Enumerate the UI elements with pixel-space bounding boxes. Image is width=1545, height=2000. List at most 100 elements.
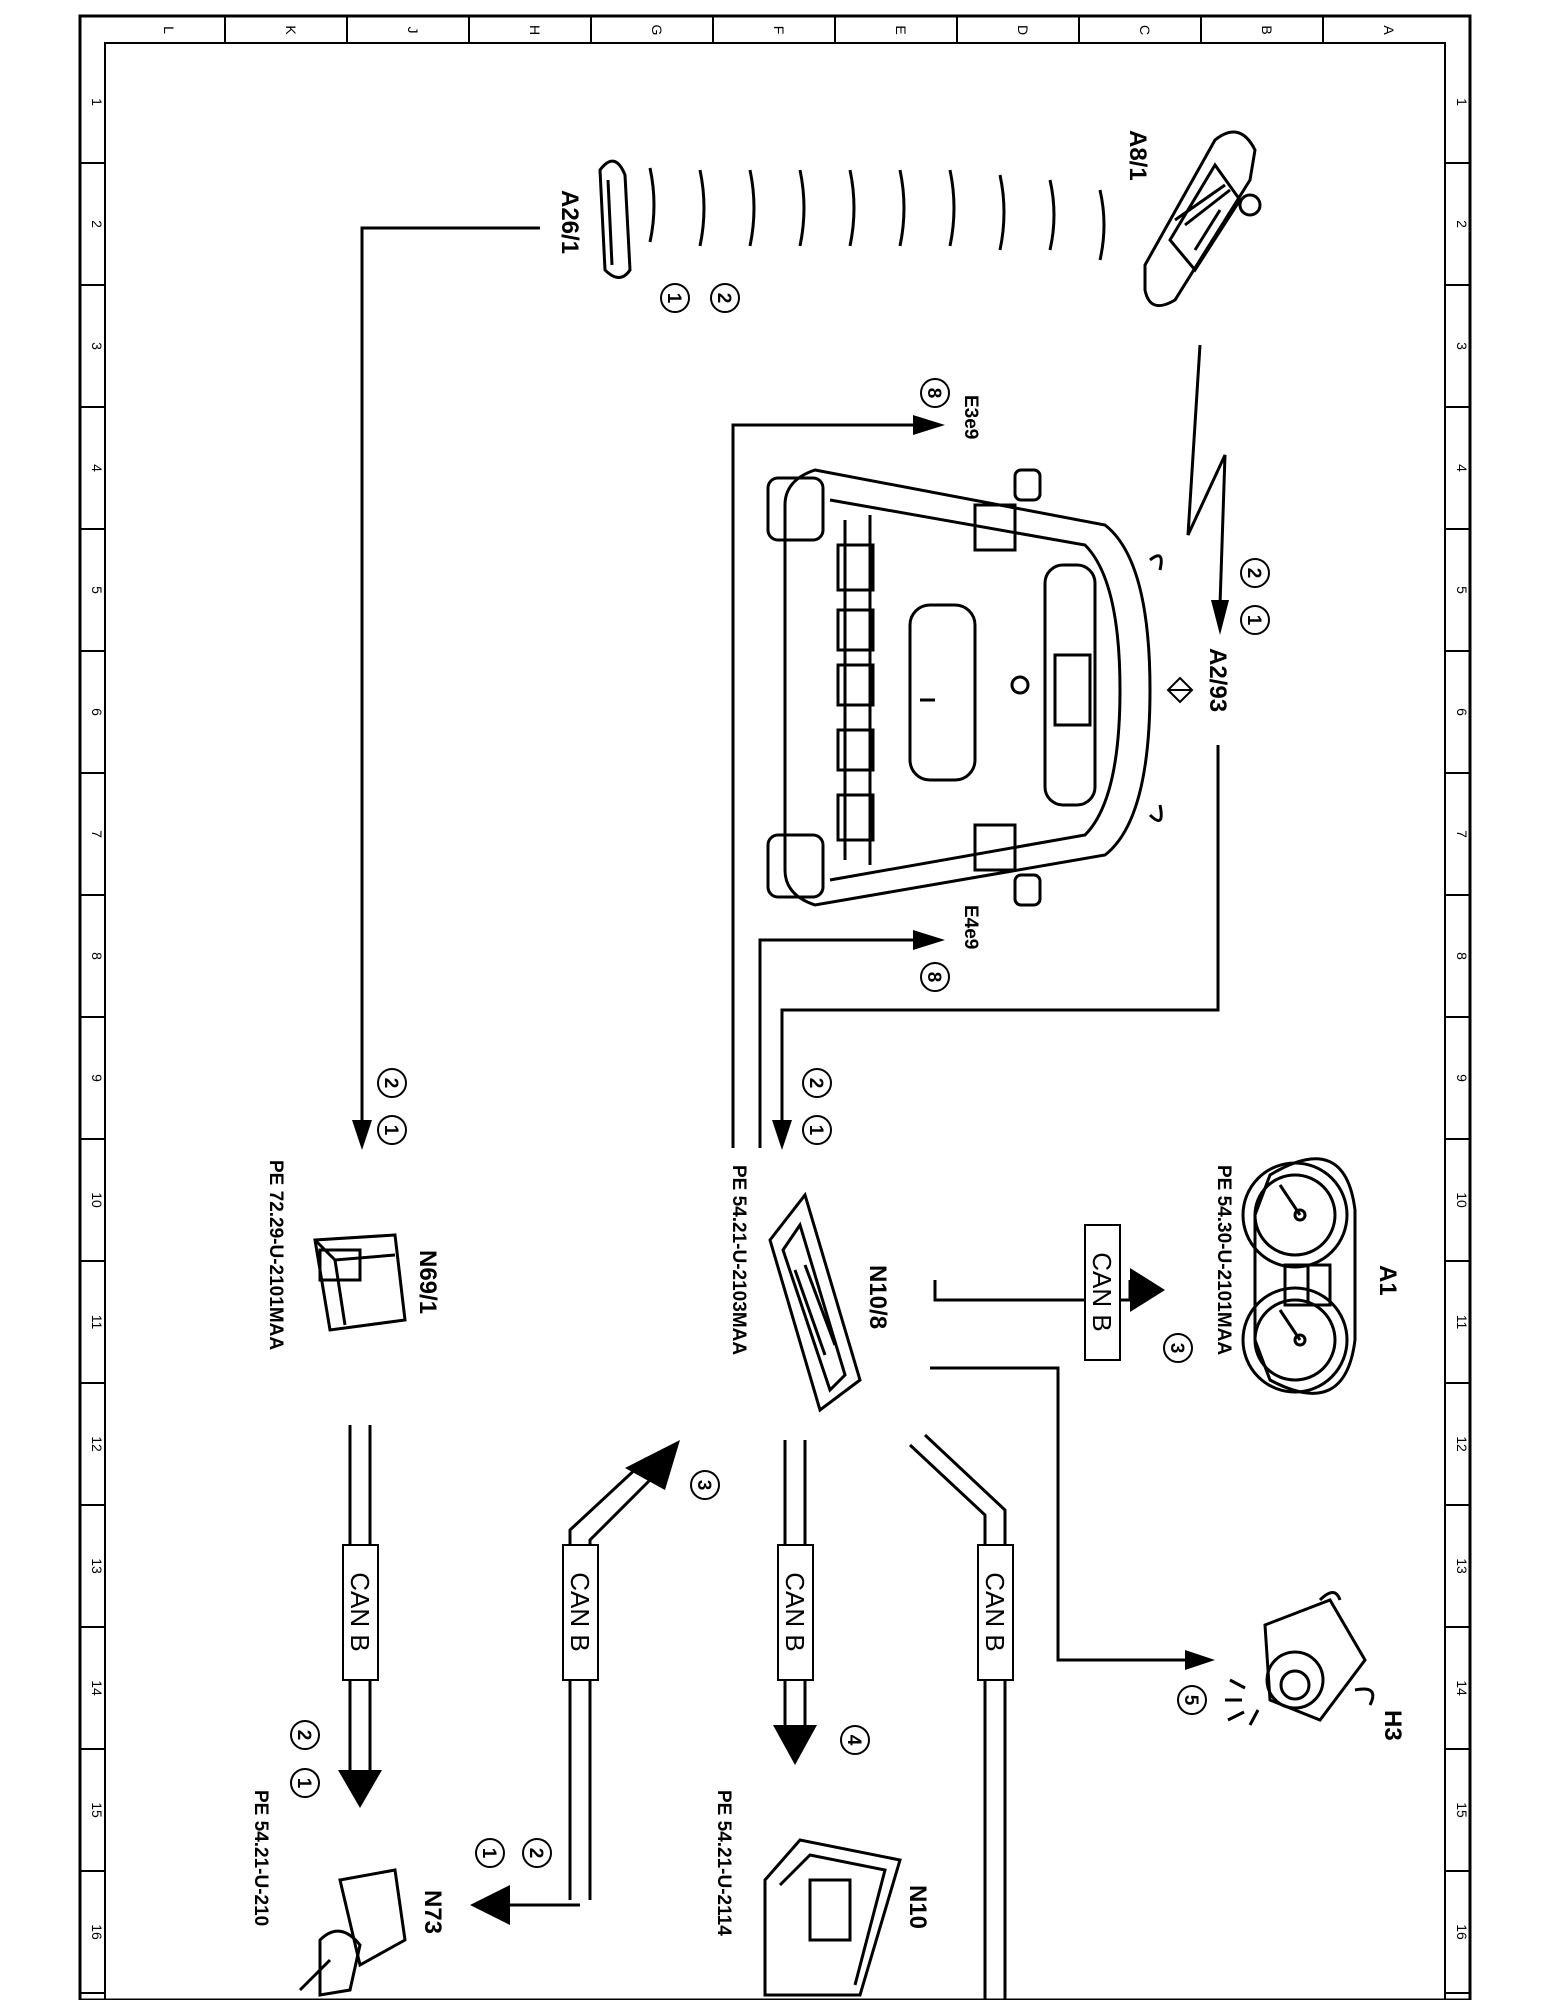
h3-label: H3 [1379, 1710, 1406, 1741]
step-4: 4 [843, 1735, 864, 1746]
vehicle-rear-view-icon [766, 468, 1163, 907]
row-number: 7 [89, 830, 105, 838]
e3e9-label: E3e9 [960, 395, 981, 439]
col-letter: E [893, 25, 909, 34]
radio-wave-signal [648, 167, 1106, 261]
row-number: 14 [89, 1680, 105, 1696]
col-letter: L [161, 26, 177, 34]
step-5: 5 [1180, 1695, 1201, 1706]
can-bus-right-branch [908, 1433, 1007, 2000]
row-number: 2 [1454, 220, 1470, 228]
row-number: 3 [1454, 342, 1470, 350]
control-unit-n10-8-icon [768, 1191, 862, 1413]
row-number: 1 [89, 98, 105, 106]
column-letters: L K J H G F E D C B A [161, 25, 1397, 36]
arrow-to-a1 [1130, 1268, 1165, 1312]
a26-1-label: A26/1 [556, 190, 583, 254]
col-letter: D [1015, 25, 1031, 35]
col-letter: H [527, 25, 543, 35]
step-markers-n73: 2 1 [475, 1838, 552, 1868]
row-number: 10 [1454, 1192, 1470, 1208]
row-number: 3 [89, 342, 105, 350]
arrow-to-n10-8 [772, 1120, 792, 1150]
a2-93-label: A2/93 [1204, 648, 1231, 712]
row-number: 12 [1454, 1436, 1470, 1452]
signal-line-n10-8-to-e4e9 [758, 938, 918, 1148]
n73-label: N73 [419, 1890, 446, 1934]
ignition-switch-n73-icon [298, 1868, 407, 1997]
arrow-to-h3 [1185, 1650, 1215, 1670]
col-letter: F [771, 26, 787, 35]
can-b-label: CAN B [980, 1572, 1010, 1651]
instrument-cluster-icon [1241, 1157, 1357, 1395]
arrow-to-e3e9 [913, 415, 945, 435]
step-2: 2 [525, 1848, 546, 1859]
step-8: 8 [923, 388, 944, 399]
signal-line-n10-8-to-e3e9 [731, 423, 918, 1148]
row-number: 15 [1454, 1802, 1470, 1818]
row-number: 7 [1454, 830, 1470, 838]
row-number: 9 [1454, 1074, 1470, 1082]
step-2: 2 [380, 1078, 401, 1089]
step-1: 1 [293, 1778, 314, 1789]
row-number: 8 [89, 952, 105, 960]
wireless-signal-line [1186, 344, 1227, 606]
row-number: 5 [89, 586, 105, 594]
row-number: 16 [1454, 1924, 1470, 1940]
row-number: 8 [1454, 952, 1470, 960]
col-letter: J [405, 27, 421, 34]
row-number: 11 [1454, 1315, 1470, 1330]
drawing-frame [78, 14, 1472, 2000]
col-letter: G [649, 25, 665, 36]
e4e9-label: E4e9 [960, 905, 981, 949]
step-markers-n10-8: 2 1 [802, 1068, 832, 1145]
row-number: 2 [89, 220, 105, 228]
step-2: 2 [293, 1730, 314, 1741]
row-number: 16 [89, 1924, 105, 1940]
a1-reference: PE 54.30-U-2101MAA [1213, 1165, 1234, 1355]
row-number: 4 [89, 464, 105, 472]
step-1: 1 [1243, 615, 1264, 626]
arrow-to-e4e9 [913, 930, 945, 950]
control-unit-n69-1-icon [313, 1233, 407, 1332]
step-1: 1 [478, 1848, 499, 1859]
step-3: 3 [693, 1480, 714, 1491]
can-b-label: CAN B [345, 1572, 375, 1651]
arrow-to-n73 [470, 1885, 510, 1925]
control-unit-n10-icon [763, 1838, 902, 1997]
arrow-to-n10 [773, 1725, 817, 1765]
step-2: 2 [713, 293, 734, 304]
a8-1-label: A8/1 [1124, 130, 1151, 181]
step-markers-n69-n73: 2 1 [290, 1720, 320, 1798]
row-number: 15 [89, 1802, 105, 1818]
col-letter: B [1259, 25, 1275, 34]
can-bus-n73-to-n10-8 [568, 1463, 654, 1900]
step-markers-n69: 2 1 [377, 1068, 407, 1145]
row-number: 9 [89, 1074, 105, 1082]
step-1: 1 [663, 293, 684, 304]
can-b-label: CAN B [1087, 1252, 1117, 1331]
row-number: 5 [1454, 586, 1470, 594]
n69-1-reference: PE 72.29-U-2101MAA [265, 1160, 286, 1350]
col-letter: K [283, 25, 299, 35]
row-number: 12 [89, 1436, 105, 1452]
row-number: 10 [89, 1192, 105, 1208]
horn-h3-icon [1225, 1591, 1375, 1726]
n69-1-label: N69/1 [414, 1250, 441, 1314]
n10-label: N10 [904, 1885, 931, 1929]
row-number: 13 [1454, 1558, 1470, 1574]
step-3: 3 [1166, 1343, 1187, 1354]
col-letter: C [1137, 25, 1153, 35]
row-number: 11 [89, 1315, 105, 1330]
col-letter: A [1381, 25, 1397, 35]
signal-line-a2-93-to-n10-8 [780, 745, 1220, 1125]
row-numbers: 1 2 3 4 5 6 7 8 9 10 11 12 13 14 15 16 1… [89, 98, 1470, 1940]
step-1: 1 [805, 1125, 826, 1136]
n73-reference: PE 54.21-U-210 [250, 1790, 271, 1926]
arrow-to-n10-8-from-n73 [625, 1440, 680, 1490]
a1-label: A1 [1374, 1265, 1401, 1296]
step-2: 2 [1243, 568, 1264, 579]
row-number: 14 [1454, 1680, 1470, 1696]
row-number: 13 [89, 1558, 105, 1574]
